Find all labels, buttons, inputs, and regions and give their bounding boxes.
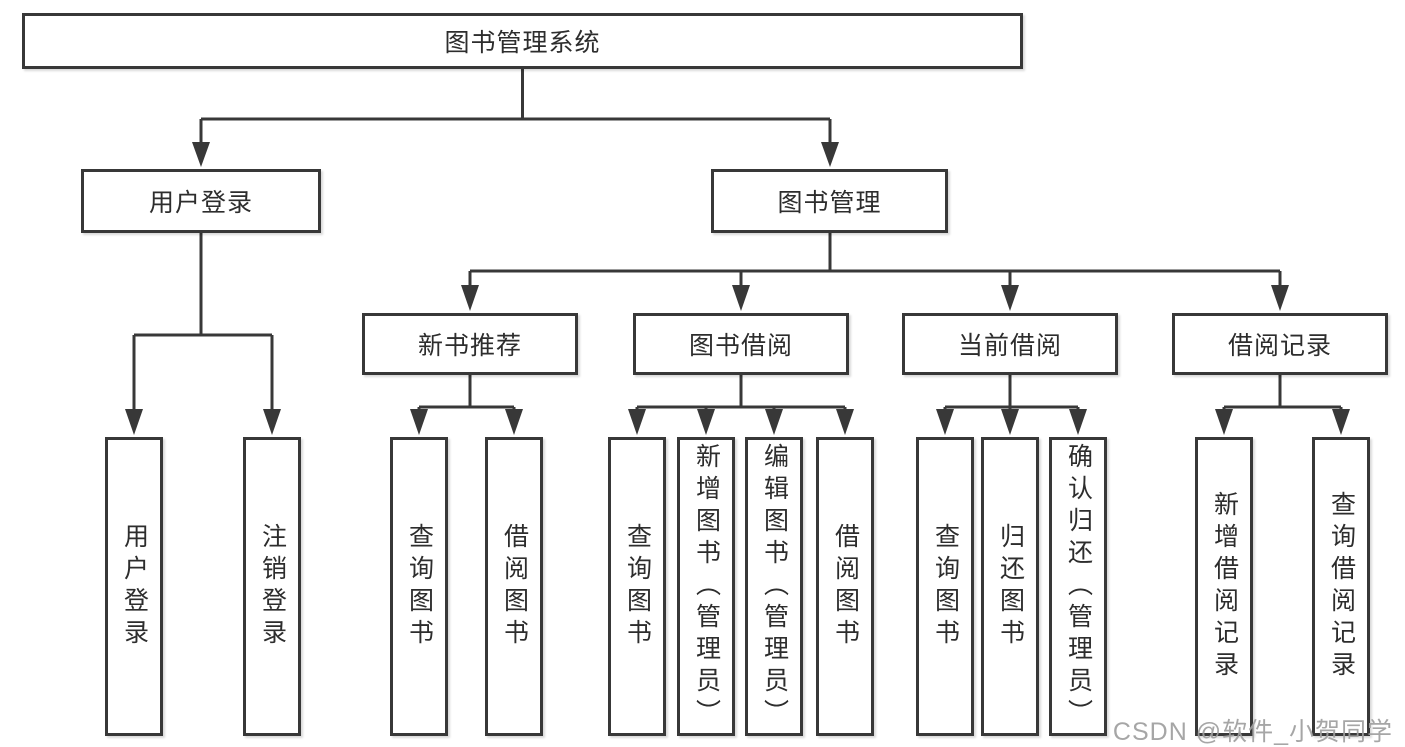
leaf-borrow-edit: 编辑图书（管理员） xyxy=(745,437,803,736)
leaf-records-query: 查询借阅记录 xyxy=(1312,437,1370,736)
arrowhead xyxy=(410,409,428,435)
leaf-current-query: 查询图书 xyxy=(916,437,974,736)
node-book-borrow-label: 图书借阅 xyxy=(688,332,793,360)
arrowhead xyxy=(628,409,646,435)
arrowhead xyxy=(263,409,281,435)
node-book-management-label: 图书管理 xyxy=(777,189,882,217)
arrowhead xyxy=(1271,285,1289,311)
arrowhead xyxy=(936,409,954,435)
arrowhead xyxy=(1069,409,1087,435)
node-current-borrow-label: 当前借阅 xyxy=(957,332,1062,360)
arrowhead xyxy=(1001,409,1019,435)
node-book-borrow: 图书借阅 xyxy=(633,313,849,375)
arrowhead xyxy=(697,409,715,435)
watermark: CSDN @软件_小贺同学 xyxy=(1112,718,1393,746)
arrowhead xyxy=(505,409,523,435)
arrowhead xyxy=(1001,285,1019,311)
arrowhead xyxy=(765,409,783,435)
node-new-books-label: 新书推荐 xyxy=(417,332,522,360)
leaf-newbooks-query: 查询图书 xyxy=(390,437,448,736)
arrowhead xyxy=(461,285,479,311)
arrowhead xyxy=(1215,409,1233,435)
node-user-login-label: 用户登录 xyxy=(148,189,253,217)
leaf-borrow-query: 查询图书 xyxy=(608,437,666,736)
node-current-borrow: 当前借阅 xyxy=(902,313,1118,375)
node-book-management: 图书管理 xyxy=(711,169,948,233)
leaf-borrow-add: 新增图书（管理员） xyxy=(677,437,735,736)
arrowhead xyxy=(732,285,750,311)
arrowhead xyxy=(821,142,839,167)
leaf-current-confirm: 确认归还（管理员） xyxy=(1049,437,1107,736)
leaf-current-return: 归还图书 xyxy=(981,437,1039,736)
leaf-logout: 注销登录 xyxy=(243,437,301,736)
node-borrow-records-label: 借阅记录 xyxy=(1227,332,1332,360)
node-root: 图书管理系统 xyxy=(22,13,1023,69)
node-root-label: 图书管理系统 xyxy=(444,29,601,57)
arrowhead xyxy=(836,409,854,435)
arrowhead xyxy=(125,409,143,435)
arrowhead xyxy=(192,142,210,167)
node-borrow-records: 借阅记录 xyxy=(1172,313,1388,375)
arrowhead xyxy=(1332,409,1350,435)
leaf-borrow-borrow: 借阅图书 xyxy=(816,437,874,736)
leaf-user-login: 用户登录 xyxy=(105,437,163,736)
node-user-login: 用户登录 xyxy=(81,169,321,233)
leaf-records-add: 新增借阅记录 xyxy=(1195,437,1253,736)
node-new-books: 新书推荐 xyxy=(362,313,578,375)
leaf-newbooks-borrow: 借阅图书 xyxy=(485,437,543,736)
